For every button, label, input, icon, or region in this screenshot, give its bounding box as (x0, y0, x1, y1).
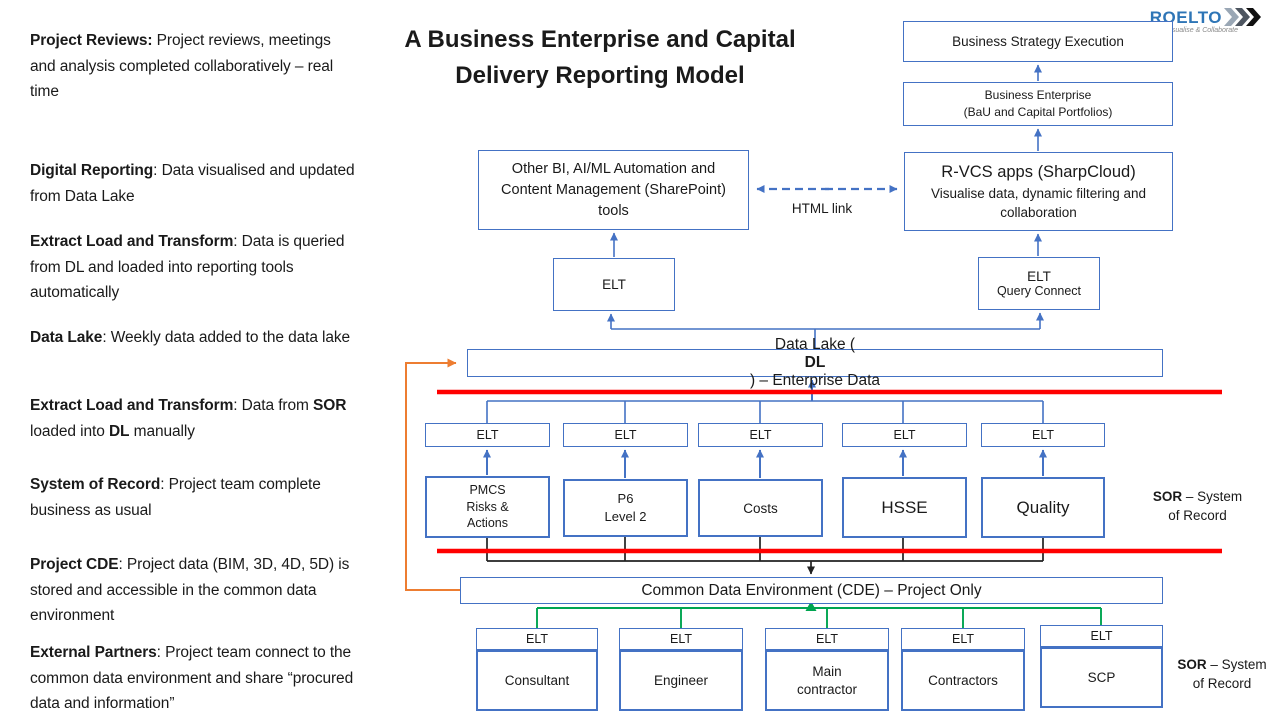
box-engineer: Engineer (619, 650, 743, 711)
box-rvcs-apps: R-VCS apps (SharpCloud) Visualise data, d… (904, 152, 1173, 231)
box-business-strategy-execution: Business Strategy Execution (903, 21, 1173, 62)
box-contractors: Contractors (901, 650, 1025, 711)
box-elt-main-contractor: ELT (765, 628, 889, 650)
note-elt-manual: Extract Load and Transform: Data from SO… (30, 397, 347, 440)
label-html-link: HTML link (791, 201, 853, 216)
note-project-cde: Project CDE: Project data (BIM, 3D, 4D, … (30, 556, 350, 624)
note-project-reviews: Project Reviews: Project reviews, meetin… (30, 32, 334, 100)
box-elt-scp: ELT (1040, 625, 1163, 647)
elt-query-line1: ELT (1027, 269, 1051, 284)
box-elt-quality: ELT (981, 423, 1105, 447)
cde-to-partners-tree (536, 601, 1102, 628)
business-enterprise-line2: (BaU and Capital Portfolios) (963, 105, 1113, 119)
box-other-bi-tools: Other BI, AI/ML Automation and Content M… (478, 150, 749, 230)
box-elt-left: ELT (553, 258, 675, 311)
note-digital-reporting: Digital Reporting: Data visualised and u… (30, 162, 355, 205)
page-title-line1: A Business Enterprise and Capital (404, 26, 796, 53)
box-business-enterprise: Business Enterprise (BaU and Capital Port… (903, 82, 1173, 126)
red-divider-lines (437, 389, 1222, 554)
box-p6: P6 Level 2 (563, 479, 688, 537)
logo-chevrons-icon (1224, 8, 1261, 26)
box-main-contractor: Main contractor (765, 650, 889, 711)
sor-note-line1: SOR – System (1177, 657, 1267, 672)
box-elt-engineer: ELT (619, 628, 743, 650)
sor-note-line1: SOR – System (1152, 489, 1243, 504)
note-elt-automatic: Extract Load and Transform: Data is quer… (30, 233, 345, 301)
page-title-line2: Delivery Reporting Model (455, 62, 745, 89)
box-elt-hsse: ELT (842, 423, 967, 447)
sor-note-line2: of Record (1168, 508, 1227, 523)
elt-query-line2: Query Connect (996, 284, 1082, 298)
page-title: A Business Enterprise and Capital Delive… (360, 22, 840, 94)
box-quality: Quality (981, 477, 1105, 538)
box-elt-costs: ELT (698, 423, 823, 447)
rvcs-title: R-VCS apps (SharpCloud) (941, 163, 1136, 181)
box-pmcs: PMCS Risks & Actions (425, 476, 550, 538)
label-sor-system-of-record-lower: SOR – System of Record (1166, 655, 1278, 693)
logo-tagline: Visualise & Collaborate (1165, 27, 1238, 34)
box-scp: SCP (1040, 647, 1163, 708)
note-external-partners: External Partners: Project team connect … (30, 644, 354, 712)
box-costs: Costs (698, 479, 823, 537)
note-data-lake: Data Lake: Weekly data added to the data… (30, 329, 351, 346)
sor-to-elt-arrows (483, 449, 1047, 478)
box-elt-contractors: ELT (901, 628, 1025, 650)
business-enterprise-line1: Business Enterprise (984, 88, 1092, 102)
cde-to-datalake-orange-link (405, 358, 460, 591)
rvcs-subtitle: Visualise data, dynamic filtering and co… (930, 186, 1147, 220)
sor-note-line2: of Record (1192, 676, 1252, 691)
note-system-of-record: System of Record: Project team complete … (30, 476, 321, 519)
datalake-to-elt-tree (607, 312, 1044, 349)
box-elt-consultant: ELT (476, 628, 598, 650)
label-sor-system-of-record-upper: SOR – System of Record (1140, 487, 1255, 525)
box-common-data-environment: Common Data Environment (CDE) – Project … (460, 577, 1163, 604)
box-elt-p6: ELT (563, 423, 688, 447)
box-hsse: HSSE (842, 477, 967, 538)
top-flow-arrows (610, 64, 1042, 257)
sor-to-cde-tree (486, 537, 1044, 575)
box-elt-pmcs: ELT (425, 423, 550, 447)
box-consultant: Consultant (476, 650, 598, 711)
box-data-lake: Data Lake (DL) – Enterprise Data (467, 336, 1163, 389)
